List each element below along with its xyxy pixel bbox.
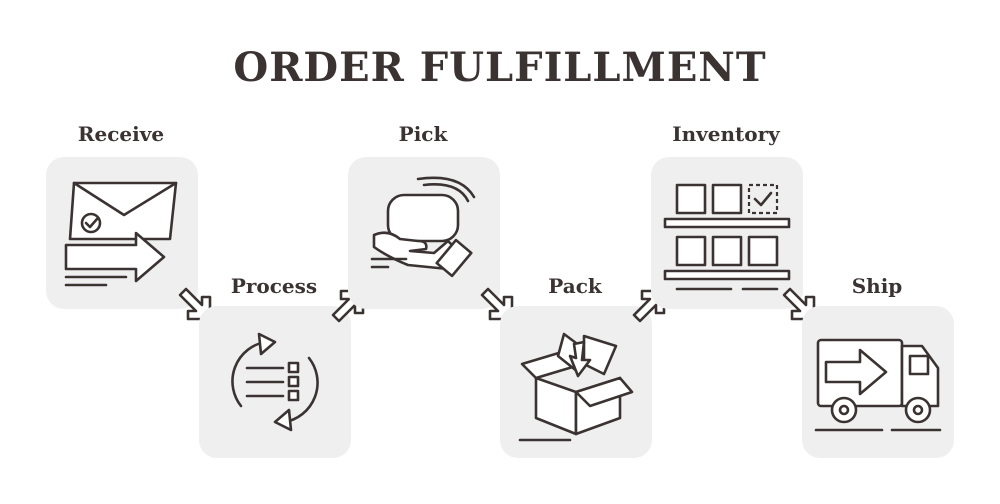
- step-label-pack: Pack: [548, 274, 602, 298]
- delivery-truck-icon: [814, 338, 942, 432]
- envelope-arrow-icon: [64, 181, 178, 287]
- step-label-inventory: Inventory: [672, 122, 780, 146]
- step-label-process: Process: [230, 274, 318, 298]
- step-tile-ship: [802, 306, 954, 458]
- step-tile-pack: [500, 306, 652, 458]
- open-box-icon: [518, 332, 634, 442]
- cycle-checklist-icon: [231, 332, 319, 432]
- step-tile-process: [199, 306, 351, 458]
- step-label-pick: Pick: [398, 122, 448, 146]
- diagram-title: ORDER FULFILLMENT: [233, 44, 767, 91]
- step-tile-pick: [348, 157, 500, 309]
- shelf-boxes-icon: [663, 183, 791, 291]
- step-label-receive: Receive: [77, 122, 165, 146]
- step-tile-inventory: [651, 157, 803, 309]
- hand-pick-icon: [370, 176, 476, 278]
- step-tile-receive: [46, 157, 198, 309]
- step-label-ship: Ship: [851, 274, 903, 298]
